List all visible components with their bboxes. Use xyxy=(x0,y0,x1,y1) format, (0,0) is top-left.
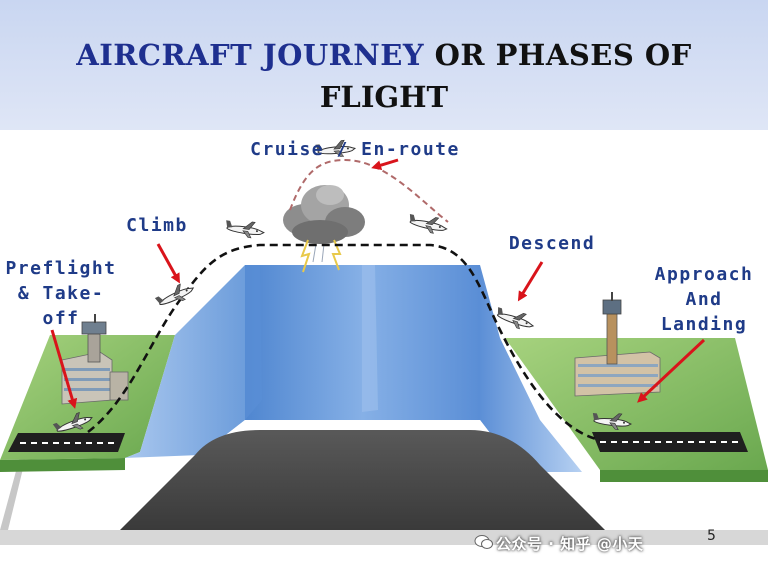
airplane-icon xyxy=(406,211,449,237)
slide-title-line-2: FLIGHT xyxy=(319,80,449,114)
label-line: And xyxy=(685,289,723,310)
label-line: Approach xyxy=(654,264,754,285)
slide-title-line-1: AIRCRAFT JOURNEY OR PHASES OF xyxy=(0,38,768,72)
arrow-cruise xyxy=(371,158,399,171)
title-aircraft-journey: AIRCRAFT JOURNEY xyxy=(76,38,425,72)
mountain-plateau xyxy=(125,265,582,515)
label-line: Landing xyxy=(660,314,748,335)
storm-diversion-path xyxy=(289,158,449,223)
watermark: 公众号 · 知乎 @小天 xyxy=(496,535,644,553)
left-ground-edge xyxy=(0,458,125,472)
label-line: off xyxy=(42,308,80,329)
label-cruise: Cruise / En-route xyxy=(250,139,460,160)
control-tower-icon xyxy=(81,314,107,363)
storm-cloud-icon xyxy=(283,185,365,273)
road-tunnel xyxy=(120,430,605,530)
label-line: & Take- xyxy=(17,283,105,304)
label-descend: Descend xyxy=(508,233,596,254)
label-line: Preflight xyxy=(5,258,117,279)
label-climb: Climb xyxy=(126,215,188,236)
right-runway xyxy=(592,432,748,452)
left-runway xyxy=(8,433,125,452)
flight-path xyxy=(87,243,601,442)
airplane-icon xyxy=(153,279,197,312)
arrow-preflight xyxy=(50,329,78,409)
right-ground-edge xyxy=(600,470,768,482)
arrow-approach xyxy=(637,338,706,403)
arrow-climb xyxy=(156,243,180,284)
airport-building-icon xyxy=(574,351,661,397)
label-preflight-takeoff: Preflight & Take- off xyxy=(0,256,122,331)
title-or-phases-of: OR PHASES OF xyxy=(434,38,692,72)
control-tower-icon xyxy=(602,292,622,365)
airplane-icon xyxy=(223,217,266,241)
title-band xyxy=(0,0,768,130)
page-number: 5 xyxy=(707,528,716,544)
label-approach-landing: Approach And Landing xyxy=(640,262,768,337)
wechat-icon xyxy=(474,535,493,549)
arrow-descend xyxy=(517,261,544,302)
